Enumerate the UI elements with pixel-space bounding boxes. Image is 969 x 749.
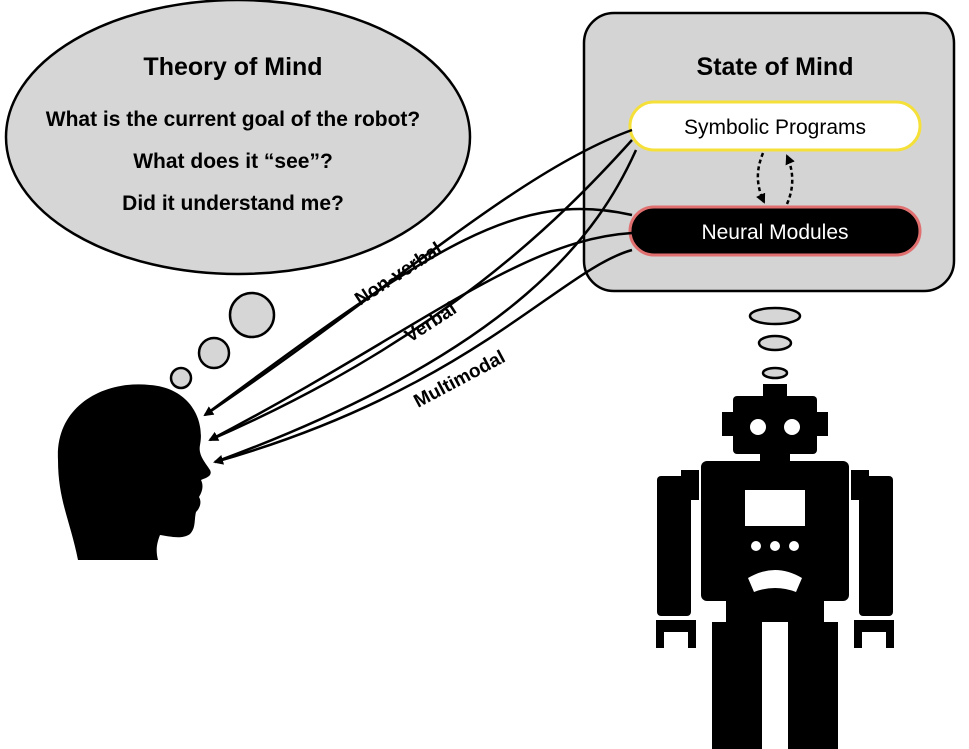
neural-multimodal-line bbox=[213, 248, 633, 465]
thought-dot-large bbox=[228, 291, 276, 339]
state-of-mind-panel: State of Mind Symbolic Programs Neural M… bbox=[582, 11, 956, 293]
verbal-label: Verbal bbox=[401, 299, 460, 348]
question-understand: Did it understand me? bbox=[122, 192, 344, 215]
symbolic-programs-box bbox=[628, 100, 922, 152]
thought-dot-small bbox=[169, 366, 193, 390]
state-of-mind-title: State of Mind bbox=[697, 53, 854, 81]
robot-thought-dots bbox=[748, 306, 802, 380]
theory-of-mind-title: Theory of Mind bbox=[143, 53, 322, 81]
theory-of-mind-bubble: Theory of Mind What is the current goal … bbox=[4, 0, 472, 390]
symbolic-verbal-line bbox=[209, 139, 633, 442]
neural-verbal-line bbox=[208, 231, 633, 442]
symbolic-programs-label: Symbolic Programs bbox=[684, 116, 866, 139]
neural-modules-label: Neural Modules bbox=[701, 221, 848, 244]
question-see: What does it “see”? bbox=[133, 150, 333, 173]
neural-nonverbal-line bbox=[204, 207, 633, 417]
symbolic-multimodal-line bbox=[214, 149, 638, 464]
thought-dot-medium bbox=[197, 336, 231, 370]
question-goal: What is the current goal of the robot? bbox=[46, 108, 421, 131]
symbolic-nonverbal-line bbox=[203, 128, 633, 417]
neural-to-symbolic-arrow bbox=[785, 154, 795, 205]
human-head-silhouette-icon bbox=[57, 384, 211, 560]
robot-icon bbox=[656, 384, 894, 749]
neural-modules-box bbox=[628, 205, 922, 257]
